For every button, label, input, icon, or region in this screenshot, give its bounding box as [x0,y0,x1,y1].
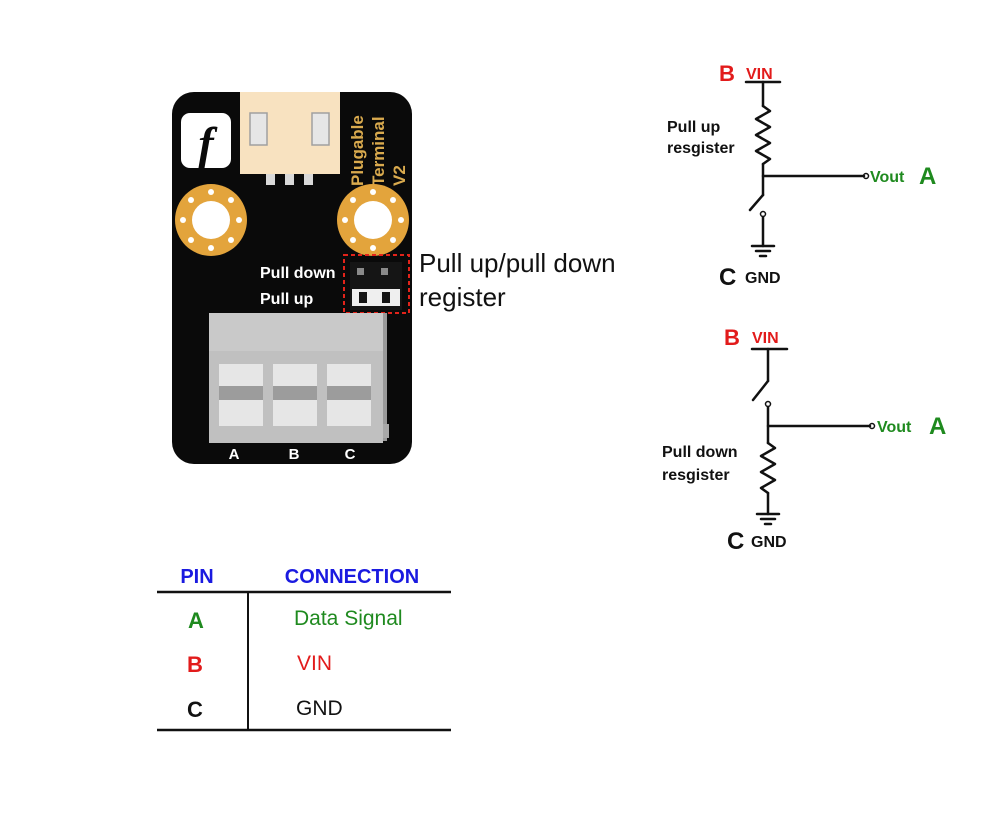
terminal-slot-a [219,364,263,426]
table-row-connection-b: VIN [297,652,332,675]
terminal-title: Plugable Terminal V2 [348,115,409,186]
pulldown-resistor-label-1: Pull down [662,444,738,461]
terminal-title-line-2: Terminal [369,116,388,186]
table-row-pin-b: B [187,652,203,677]
board-pin-b: B [289,446,300,463]
table-row-pin-a: A [188,608,204,633]
mount-hole-left [175,184,247,256]
pullup-resistor-label-1: Pull up [667,119,721,136]
table-row-connection-a: Data Signal [294,607,403,630]
terminal-title-line-3: V2 [390,165,409,186]
pullup-schematic: B VIN Pull up resgister Vout A C GND [667,61,936,291]
terminal-slot-c [327,364,371,426]
table-row-pin-c: C [187,697,203,722]
table-row: B VIN [187,652,332,677]
pulldown-top-net: VIN [752,330,779,347]
pull-up-label: Pull up [260,291,314,308]
sensor-board: f Plugable Terminal V2 [172,92,412,464]
pullup-ground-icon [750,244,776,258]
pullup-out-pin: A [919,163,936,190]
pin-table-header-pin: PIN [180,566,213,588]
table-row-connection-c: GND [296,697,343,720]
pulldown-out-pin: A [929,413,946,440]
pulldown-resistor-label-2: resgister [662,467,730,484]
pulldown-schematic: B VIN Pull down resgister Vout A C GND [662,325,946,555]
pullup-bottom-net: GND [745,270,781,287]
jumper-block[interactable] [350,262,402,310]
callout-line-2: register [419,282,506,312]
pulldown-out-label: Vout [877,419,912,436]
pullup-bottom-pin: C [719,264,736,291]
pulldown-switch [751,379,770,402]
pulldown-bottom-net: GND [751,534,787,551]
board-pin-a: A [229,446,240,463]
pullup-top-net: VIN [746,66,773,83]
pulldown-bottom-pin: C [727,528,744,555]
pullup-top-pin: B [719,61,735,86]
dfrobot-logo-icon: f [181,113,231,169]
pullup-resistor-label-2: resgister [667,140,735,157]
pin-table-header-connection: CONNECTION [285,566,419,588]
pullup-out-label: Vout [870,169,905,186]
header-connector [240,92,340,185]
terminal-title-line-1: Plugable [348,115,367,186]
pin-table: PIN CONNECTION A Data Signal B VIN C GND [157,566,451,732]
screw-terminal [209,313,389,443]
pulldown-top-pin: B [724,325,740,350]
table-row: A Data Signal [188,607,403,633]
pulldown-resistor-symbol [759,441,777,495]
callout-line-1: Pull up/pull down [419,248,616,278]
jumper-callout: Pull up/pull down register [419,248,616,312]
pulldown-ground-icon [755,512,781,526]
pullup-resistor-symbol [754,104,772,166]
logo-letter: f [198,118,218,169]
mount-hole-right [337,184,409,256]
pull-down-label: Pull down [260,265,336,282]
pullup-switch [748,193,765,212]
board-pin-c: C [345,446,356,463]
terminal-slot-b [273,364,317,426]
table-row: C GND [187,697,343,722]
